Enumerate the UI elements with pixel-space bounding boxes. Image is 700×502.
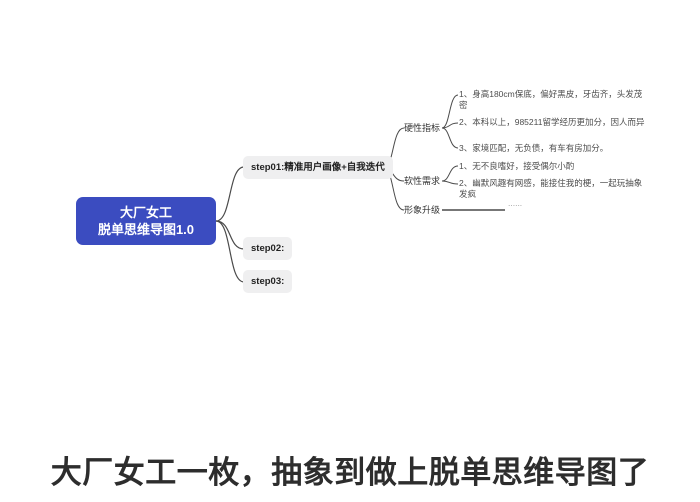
branch-label-hard-criteria: 硬性指标 [404, 123, 441, 133]
leaf-hard-item-3: 3、家境匹配，无负债，有车有房加分。 [459, 143, 609, 153]
root-node: 大厂女工 脱单思维导图1.0 [76, 197, 216, 245]
leaf-soft-item-2: 2、幽默风趣有网感，能接住我的梗，一起玩抽象发疯 [459, 178, 643, 199]
root-node-title-line1: 大厂女工 [119, 205, 172, 220]
leaf-hard-item-2: 2、本科以上，985211留学经历更加分，因人而异 [459, 117, 645, 127]
branch-label-soft-needs: 软性需求 [404, 176, 441, 186]
leaf-image-upgrade-ellipsis: ...... [508, 198, 523, 208]
node-step03: step03: [243, 270, 293, 293]
leaf-soft-item-1: 1、无不良嗜好，接受偶尔小酌 [459, 161, 575, 171]
branch-label-image-upgrade: 形象升级 [404, 205, 441, 215]
node-step02: step02: [243, 237, 293, 260]
root-node-title-line2: 脱单思维导图1.0 [97, 222, 195, 237]
post-caption: 大厂女工一枚，抽象到做上脱单思维导图了 [50, 455, 650, 490]
node-step01: step01:精准用户画像+自我迭代 [243, 156, 393, 179]
leaf-hard-item-1: 1、身高180cm保底，偏好黑皮，牙齿齐，头发茂密 [459, 89, 643, 110]
